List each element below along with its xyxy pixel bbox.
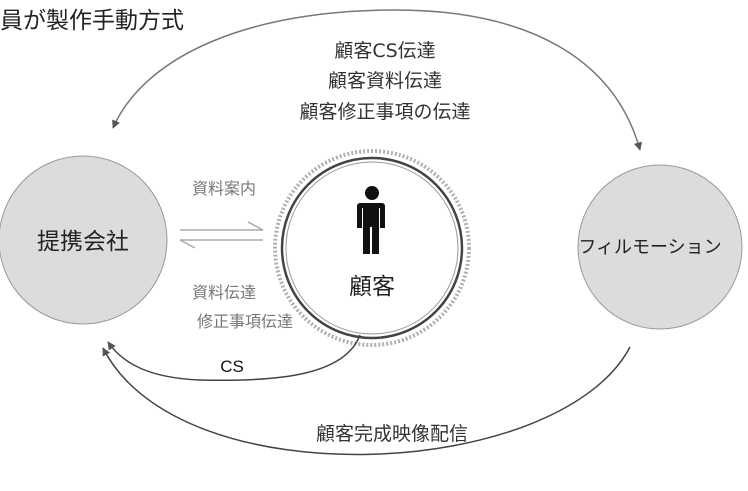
person-icon xyxy=(357,186,385,254)
filmotion-label: フィルモーション xyxy=(578,237,721,258)
half-arrow-to-customer xyxy=(180,221,264,231)
partner-node xyxy=(0,155,168,325)
top-flow-line-2: 顧客資料伝達 xyxy=(328,70,442,92)
filmotion-node xyxy=(577,164,743,330)
cs-arrow xyxy=(107,334,361,382)
customer-label: 顧客 xyxy=(349,274,395,300)
material-line-2: 修正事項伝達 xyxy=(197,312,293,331)
customer-node-inner-ring xyxy=(285,161,459,335)
material-line-1: 資料伝達 xyxy=(192,283,256,302)
customer-node-dotted-ring xyxy=(273,149,471,347)
half-arrow-to-partner xyxy=(179,239,263,249)
top-arrow-to-filmotion xyxy=(394,9,643,151)
cs-label: CS xyxy=(220,357,244,376)
top-flow-line-3: 顧客修正事項の伝達 xyxy=(299,101,470,123)
bottom-flow-label: 顧客完成映像配信 xyxy=(316,423,468,445)
bottom-arrow-to-partner xyxy=(102,346,631,456)
material-guide-label: 資料案内 xyxy=(192,179,256,198)
partner-label: 提携会社 xyxy=(37,229,129,255)
top-arrow-to-partner xyxy=(112,9,396,129)
top-flow-line-1: 顧客CS伝達 xyxy=(334,40,435,62)
diagram-title: 員が製作手動方式 xyxy=(0,8,184,34)
